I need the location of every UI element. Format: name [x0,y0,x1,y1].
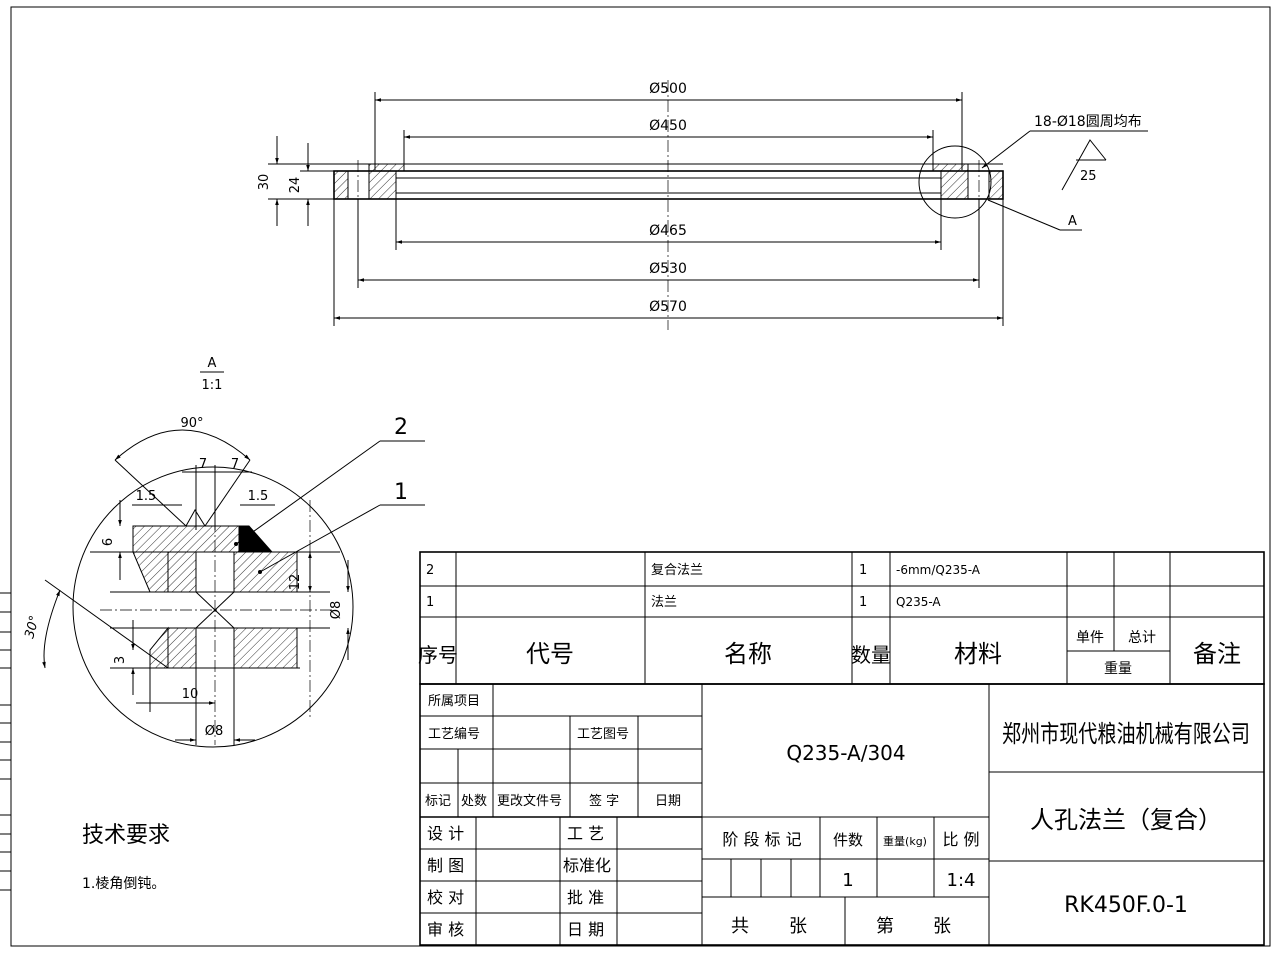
svg-text:日 期: 日 期 [567,920,604,939]
detail-boundary [72,466,354,748]
svg-text:处数: 处数 [461,794,487,809]
detail-label: A [208,356,217,371]
detail-ref-label: A [1068,214,1077,229]
svg-text:张: 张 [933,916,951,937]
dim-d8-bottom: Ø8 [205,724,224,739]
svg-text:1:4: 1:4 [947,870,976,891]
tech-req-item: 1.棱角倒钝。 [82,876,165,892]
detail-view: A 1:1 90° 7 7 [22,356,425,748]
svg-text:比 例: 比 例 [942,830,979,849]
hole-note: 18-Ø18圆周均布 [1034,114,1142,130]
material-text: Q235-A/304 [786,741,905,765]
svg-text:更改文件号: 更改文件号 [497,794,562,809]
svg-text:复合法兰: 复合法兰 [651,563,703,578]
svg-text:工艺图号: 工艺图号 [577,727,629,742]
svg-text:日期: 日期 [655,794,681,809]
dim-h24: 24 [288,177,303,194]
svg-text:1: 1 [842,870,853,891]
svg-text:制 图: 制 图 [427,856,464,875]
svg-text:-6mm/Q235-A: -6mm/Q235-A [896,563,981,577]
svg-text:共: 共 [731,916,749,937]
svg-text:件数: 件数 [833,831,863,849]
detail-circle [918,145,992,219]
dim-d8-right: Ø8 [329,601,344,620]
dim-d500: Ø500 [649,81,687,97]
balloon-1: 1 [394,480,408,505]
svg-text:批 准: 批 准 [567,888,604,907]
dim-d465: Ø465 [649,223,687,239]
dim-d530: Ø530 [649,261,687,277]
flange-outline [333,170,1004,200]
dim-d450: Ø450 [649,118,687,134]
svg-text:Q235-A: Q235-A [896,595,941,609]
svg-text:代号: 代号 [526,640,574,668]
svg-text:总计: 总计 [1128,630,1156,646]
angle-30: 30° [22,614,42,640]
part-name: 人孔法兰（复合） [1030,806,1222,834]
svg-text:重量: 重量 [1104,661,1132,677]
svg-text:工艺编号: 工艺编号 [428,727,480,742]
dim-d570: Ø570 [649,299,687,315]
svg-text:1: 1 [859,563,867,578]
svg-text:校 对: 校 对 [427,888,464,907]
svg-text:重量(kg): 重量(kg) [883,834,927,848]
margin-ticks [0,592,11,891]
detail-scale: 1:1 [202,378,223,393]
dim-15b: 1.5 [248,489,269,504]
angle-90: 90° [180,416,203,431]
svg-text:序号: 序号 [418,643,458,667]
roughness-symbol [1061,139,1107,191]
svg-text:阶 段 标 记: 阶 段 标 记 [722,830,801,849]
sheet-border [10,6,1271,947]
tech-req-title: 技术要求 [82,823,170,848]
dim-15a: 1.5 [136,489,157,504]
svg-text:设 计: 设 计 [427,824,464,843]
company-name: 郑州市现代粮油机械有限公司 [1002,720,1250,748]
svg-text:单件: 单件 [1076,630,1104,646]
svg-text:1: 1 [426,595,434,610]
svg-text:签 字: 签 字 [589,793,619,809]
title-block: 所属项目 工艺编号 工艺图号 标记 处数 更改文件号 签 字 日期 设 计 制 … [419,683,1265,946]
svg-text:法兰: 法兰 [651,595,677,610]
svg-text:第: 第 [876,916,894,937]
svg-text:数量: 数量 [851,643,891,667]
balloon-2: 2 [394,415,408,440]
dim-6: 6 [101,538,116,546]
svg-text:名称: 名称 [724,640,772,668]
svg-text:备注: 备注 [1193,640,1241,668]
svg-text:工 艺: 工 艺 [567,824,604,843]
dim-12: 12 [288,574,303,591]
svg-text:标准化: 标准化 [563,856,611,875]
dim-7a: 7 [199,457,207,472]
drawing-number: RK450F.0-1 [1064,893,1188,918]
dim-7b: 7 [231,457,239,472]
svg-text:1: 1 [859,595,867,610]
svg-text:材料: 材料 [954,640,1002,668]
dim-10: 10 [182,687,199,702]
svg-text:审 核: 审 核 [427,920,464,939]
dim-h30: 30 [257,174,272,191]
bom-table: 2 复合法兰 1 -6mm/Q235-A 1 法兰 1 Q235-A 序号 代号… [418,551,1265,685]
svg-text:标记: 标记 [425,794,451,809]
dim-3: 3 [113,656,128,664]
svg-text:张: 张 [789,916,807,937]
main-view: Ø500 Ø450 Ø465 Ø530 Ø570 30 24 [257,80,1148,330]
svg-text:2: 2 [426,563,434,578]
roughness-value: 25 [1080,169,1097,184]
svg-text:所属项目: 所属项目 [428,694,480,709]
